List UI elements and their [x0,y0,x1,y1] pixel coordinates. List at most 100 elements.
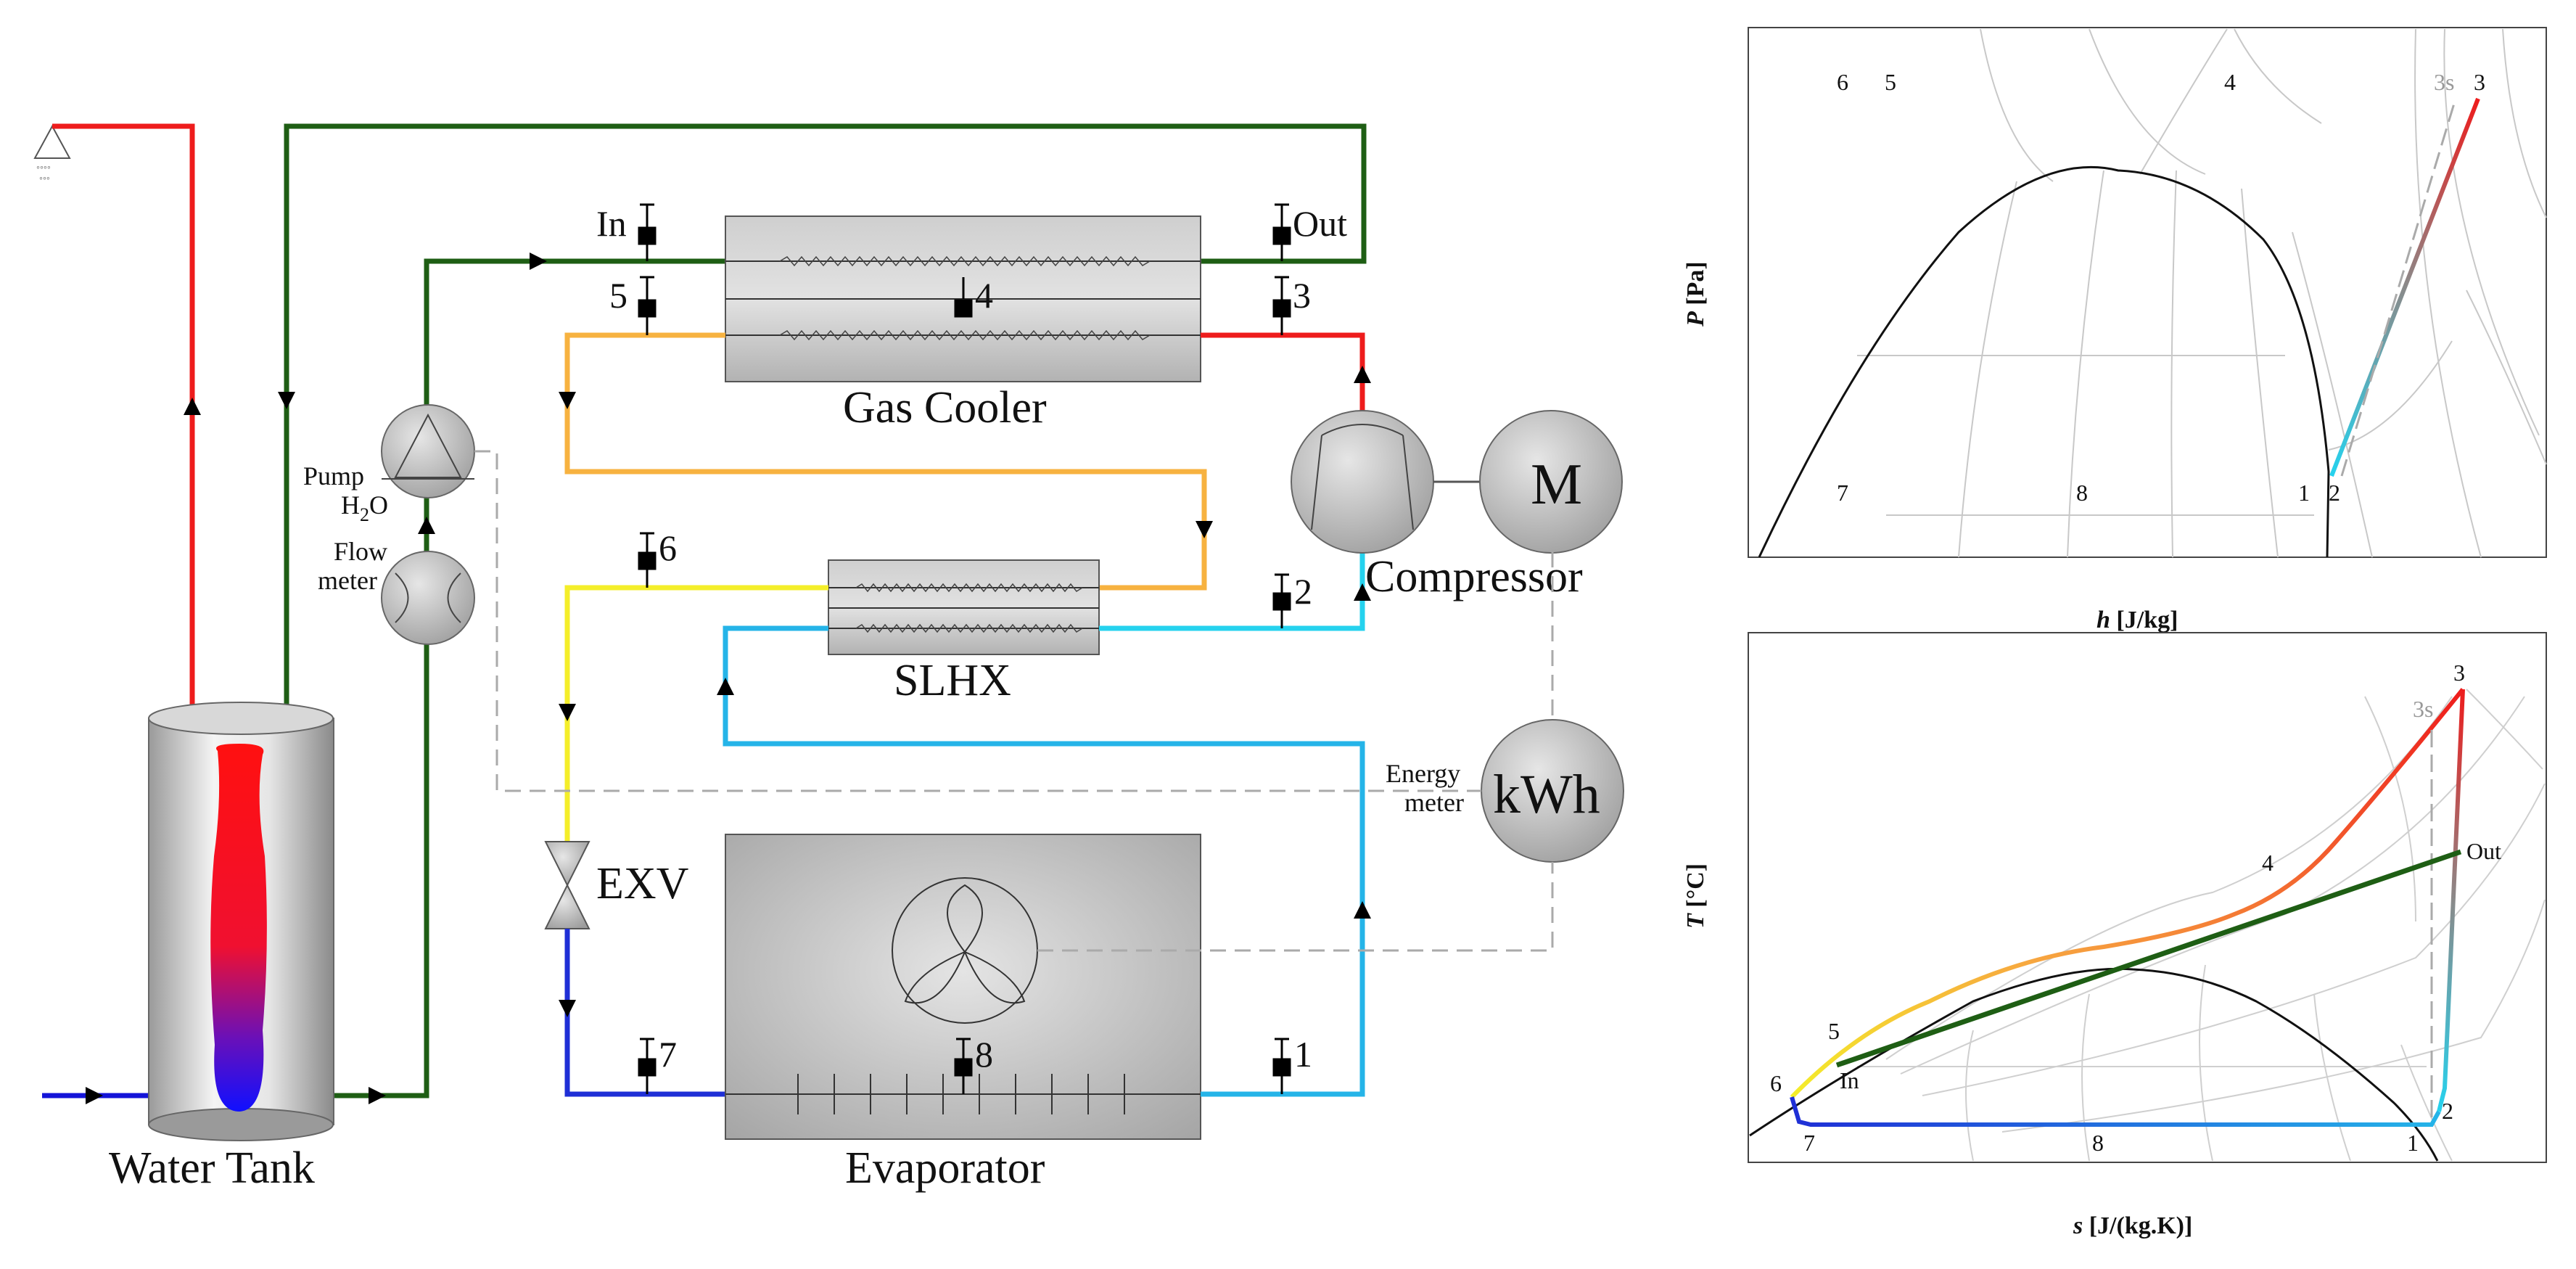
slhx-label: SLHX [894,656,1011,705]
gas-cooler-label: Gas Cooler [843,383,1047,432]
ph-x-axis-label: h [J/kg] [2096,607,2178,633]
ph-diagram [1748,27,2547,558]
energy-meter: kWh [1481,719,1624,863]
ts-point-4: 4 [2262,850,2273,876]
ts-line-6-7-8-1 [1790,1096,2441,1127]
ts-point-6: 6 [1770,1070,1782,1096]
ts-point-out: Out [2466,838,2501,864]
compressor-label: Compressor [1365,552,1583,601]
flow-arrow [1196,521,1213,538]
sensor-6-label: 6 [659,527,677,568]
sensor-2-label: 2 [1294,571,1312,612]
water-loop-supply-pipe [334,258,725,1098]
flow-meter-label-2: meter [318,566,377,595]
ph-point-1: 1 [2298,480,2310,506]
sensor-3 [1272,276,1291,335]
ph-point-3: 3 [2474,69,2485,95]
ts-point-5: 5 [1828,1018,1840,1044]
flow-meter-label: Flow [334,537,387,566]
sensor-4 [954,277,973,318]
ts-y-axis-label: T [°C] [1682,863,1709,929]
slhx-heat-exchanger [828,559,1100,655]
ts-point-in: In [1840,1067,1859,1093]
flow-arrow [278,392,295,409]
flow-arrow [86,1087,103,1104]
pump-label-fluid: H2O [341,490,388,525]
sensor-6 [638,532,657,588]
water-tank-label: Water Tank [109,1143,315,1193]
sensor-in [638,203,657,261]
ph-y-axis-label: P [Pa] [1682,261,1709,327]
sensor-out [1272,203,1291,261]
svg-text:M: M [1531,453,1582,517]
svg-text:◦◦◦◦: ◦◦◦◦ [36,161,51,173]
sensor-5 [638,276,657,335]
sensor-5-label: 5 [609,275,627,316]
ts-point-1: 1 [2407,1130,2419,1156]
water-temperature-stratification [210,744,267,1112]
svg-text:◦◦◦: ◦◦◦ [39,172,50,184]
ph-line-2-3 [2329,97,2480,477]
sensor-3-label: 3 [1293,275,1311,316]
ph-point-5: 5 [1885,69,1896,95]
ts-point-3: 3 [2453,660,2465,686]
refrigerant-pipe-5 [564,332,1207,591]
ts-line-2-3 [2437,689,2465,1112]
flow-arrow [717,678,734,695]
ts-point-8: 8 [2092,1130,2104,1156]
sensor-4-label: 4 [975,275,993,316]
evaporator-label: Evaporator [845,1143,1045,1193]
sensor-1-label: 1 [1294,1034,1312,1075]
water-pump [381,404,475,498]
flow-arrow [1354,583,1371,601]
flow-meter [381,551,475,645]
ph-point-8: 8 [2076,480,2088,506]
water-loop-return-pipe [284,123,1367,718]
svg-text:kWh: kWh [1493,764,1600,825]
refrigerant-pipe-7 [564,929,725,1097]
flow-arrow [559,392,576,409]
ts-point-3s: 3s [2413,696,2433,722]
flow-arrow [1354,366,1371,383]
compressor [1291,410,1434,554]
ph-line-2-3s [2340,98,2457,477]
motor: M [1479,410,1623,554]
expansion-valve [544,841,590,929]
sensor-out-label: Out [1293,203,1347,244]
ph-point-3s: 3s [2434,69,2454,95]
energy-meter-label-2: meter [1404,788,1464,817]
sensor-7 [638,1038,657,1094]
exv-label: EXV [596,859,689,908]
refrigerant-pipe-2 [1099,551,1365,631]
pump-label: Pump [303,461,364,490]
flow-arrow [559,704,576,721]
flow-arrow [559,1000,576,1017]
ts-x-axis-label: s [J/(kg.K)] [2073,1212,2192,1239]
ts-water-line-in-out [1835,849,2462,1068]
ts-point-2: 2 [2442,1098,2453,1124]
flow-arrow [184,398,201,415]
sensor-in-label: In [596,203,627,244]
sensor-8-label: 8 [975,1034,993,1075]
flow-arrow [418,517,435,534]
signal-lines [474,450,1554,952]
sensor-1 [1272,1038,1291,1094]
flow-arrow [530,252,547,270]
refrigerant-pipe-6 [564,585,828,842]
ph-point-4: 4 [2224,69,2236,95]
shower-head-icon: ◦◦◦◦ ◦◦◦ [33,124,71,184]
water-tank [148,702,334,1141]
hot-water-pipe [52,123,195,718]
sensor-8 [954,1038,973,1094]
flow-arrow [369,1087,386,1104]
energy-meter-label: Energy [1386,759,1460,788]
ph-point-2: 2 [2329,480,2340,506]
flow-arrow [1354,901,1371,919]
ph-point-7: 7 [1837,480,1848,506]
ts-point-7: 7 [1803,1130,1815,1156]
sensor-7-label: 7 [659,1034,677,1075]
ts-line-6-5-4-3 [1790,688,2465,1099]
saturation-dome [1758,165,2330,558]
refrigerant-pipe-1 [723,625,1365,1097]
